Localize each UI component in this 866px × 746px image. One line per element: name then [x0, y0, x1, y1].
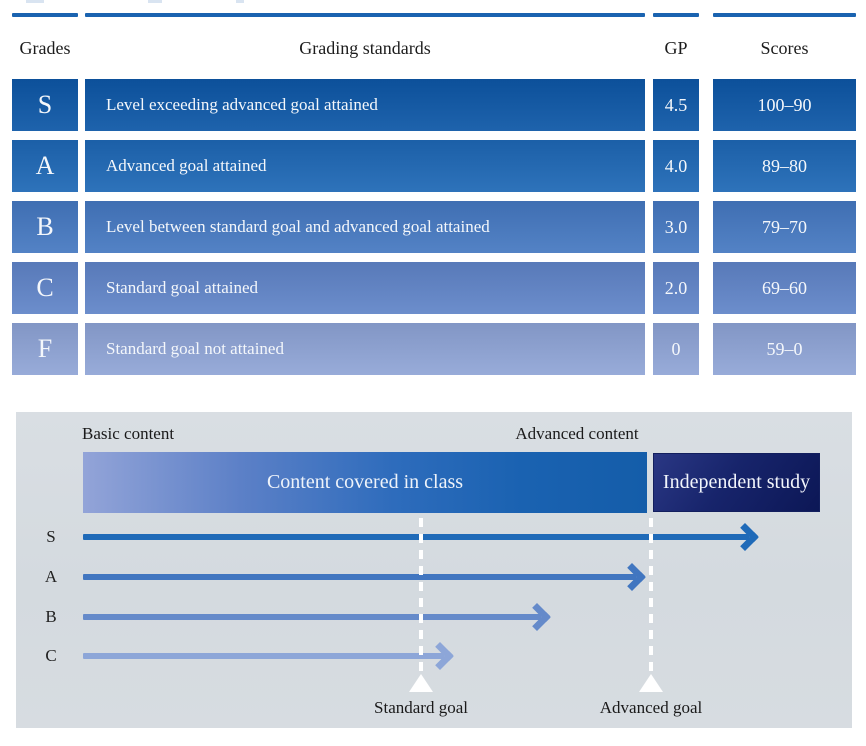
- top-border-grades: [12, 13, 78, 17]
- header-grades: Grades: [19, 38, 71, 58]
- grade-cell: S: [12, 79, 78, 131]
- score-cell: 59–0: [713, 323, 856, 375]
- grade-cell: F: [12, 323, 78, 375]
- score-cell: 69–60: [713, 262, 856, 314]
- gp-cell: 0: [653, 323, 699, 375]
- table-row-f: F Standard goal not attained 0 59–0: [12, 323, 856, 375]
- table-row-s: S Level exceeding advanced goal attained…: [12, 79, 856, 131]
- arrow-shaft: [83, 574, 636, 580]
- goal-marker-triangle-icon: [409, 674, 433, 692]
- arrow-row-a: A: [16, 562, 852, 592]
- independent-study-box: Independent study: [653, 453, 820, 512]
- arrow-grade-label: B: [45, 607, 57, 626]
- advanced-goal-label: Advanced goal: [599, 698, 703, 717]
- arrow-grade-label: C: [45, 646, 57, 665]
- arrow-shaft: [83, 653, 444, 659]
- gp-cell: 2.0: [653, 262, 699, 314]
- standard-cell: Advanced goal attained: [85, 140, 645, 192]
- table-row-b: B Level between standard goal and advanc…: [12, 201, 856, 253]
- arrow-shaft: [83, 614, 541, 620]
- crop-artifact: [148, 0, 162, 3]
- content-covered-bar: Content covered in class: [83, 452, 647, 513]
- score-cell: 100–90: [713, 79, 856, 131]
- dashed-line: [649, 518, 653, 676]
- basic-content-label: Basic content: [82, 424, 175, 443]
- arrow-row-c: C: [16, 641, 852, 671]
- standard-cell: Level between standard goal and advanced…: [85, 201, 645, 253]
- advanced-content-label: Advanced content: [515, 424, 639, 443]
- gp-cell: 4.5: [653, 79, 699, 131]
- arrow-shaft: [83, 534, 749, 540]
- top-border-standards: [85, 13, 645, 17]
- table-row-c: C Standard goal attained 2.0 69–60: [12, 262, 856, 314]
- grade-cell: C: [12, 262, 78, 314]
- arrowhead-chevron-icon: [617, 562, 647, 592]
- standard-cell: Standard goal not attained: [85, 323, 645, 375]
- goal-marker-triangle-icon: [639, 674, 663, 692]
- standard-cell: Standard goal attained: [85, 262, 645, 314]
- standard-cell: Level exceeding advanced goal attained: [85, 79, 645, 131]
- score-cell: 79–70: [713, 201, 856, 253]
- header-gp: GP: [664, 38, 688, 58]
- arrow-grade-label: A: [44, 567, 58, 586]
- crop-artifact: [26, 0, 44, 3]
- header-grading-standards: Grading standards: [299, 38, 431, 58]
- top-border-gp: [653, 13, 699, 17]
- header-scores: Scores: [760, 38, 809, 58]
- gp-cell: 4.0: [653, 140, 699, 192]
- goal-diagram-panel: Basic content Advanced content Content c…: [16, 412, 852, 728]
- standard-goal-label: Standard goal: [374, 698, 468, 717]
- grade-cell: A: [12, 140, 78, 192]
- gp-cell: 3.0: [653, 201, 699, 253]
- score-cell: 89–80: [713, 140, 856, 192]
- arrowhead-chevron-icon: [522, 602, 552, 632]
- crop-artifact: [236, 0, 244, 3]
- arrow-grade-label: S: [46, 527, 56, 546]
- grade-cell: B: [12, 201, 78, 253]
- arrow-row-s: S: [16, 522, 852, 552]
- arrowhead-chevron-icon: [425, 641, 455, 671]
- arrowhead-chevron-icon: [730, 522, 760, 552]
- top-border-scores: [713, 13, 856, 17]
- table-row-a: A Advanced goal attained 4.0 89–80: [12, 140, 856, 192]
- arrow-row-b: B: [16, 602, 852, 632]
- dashed-line: [419, 518, 423, 676]
